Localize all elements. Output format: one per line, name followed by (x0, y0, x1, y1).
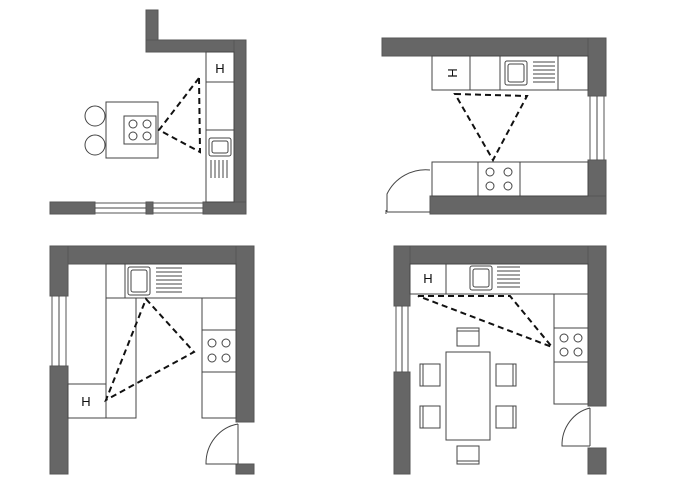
drainboard (156, 267, 182, 293)
fridge-icon: H (215, 61, 224, 76)
sink-icon (504, 60, 555, 86)
door (205, 423, 239, 465)
burner (142, 131, 152, 141)
fridge-label: H (423, 271, 432, 286)
burner (573, 347, 583, 357)
plan-kitchen-with-dining-table: H (393, 245, 607, 475)
sink-icon (208, 137, 232, 178)
burner (128, 131, 138, 141)
fridge-label: H (445, 68, 460, 77)
wall-segment (49, 245, 255, 265)
wall-segment (49, 245, 69, 297)
burner (128, 119, 138, 129)
plan-galley-kitchen: H (381, 37, 607, 215)
wall-segment (393, 371, 411, 475)
wall-segment (587, 37, 607, 97)
fridge-icon: H (423, 271, 432, 286)
sink-basin-inner (130, 269, 148, 293)
plan-l-shaped-kitchen: H (49, 9, 247, 215)
door (561, 407, 591, 447)
burner (207, 353, 217, 363)
wall-segment (235, 245, 255, 423)
dining-chair (495, 363, 517, 387)
sink-basin-inner (507, 63, 525, 83)
wall-segment (393, 245, 607, 265)
work-triangle (104, 297, 196, 403)
wall-segment (145, 39, 247, 53)
wall-segment (393, 245, 411, 307)
work-triangle (157, 75, 202, 154)
work-triangle (417, 295, 556, 350)
dining-table (445, 351, 491, 441)
wall-segment (233, 39, 247, 215)
door-swing-arc (205, 423, 239, 465)
drainboard (533, 61, 555, 83)
burner (573, 333, 583, 343)
wall-segment (587, 245, 607, 407)
burner (485, 181, 495, 191)
stove-icon (559, 333, 583, 357)
stove-icon (485, 167, 513, 191)
door-swing-arc (386, 169, 431, 212)
work-triangle (453, 92, 529, 163)
counter (553, 293, 589, 405)
wall-segment (202, 201, 247, 215)
stool (84, 134, 106, 156)
wall-segment (587, 447, 607, 475)
wall-group (381, 37, 607, 215)
dining-chair (419, 363, 441, 387)
wall-segment (381, 37, 607, 57)
dining-chair (495, 405, 517, 429)
dining-chair (456, 327, 480, 347)
drainboard (210, 160, 228, 178)
counter (105, 297, 137, 419)
stool (84, 105, 106, 127)
door-swing-arc (561, 407, 591, 447)
wall-group (393, 245, 607, 475)
sink-basin-inner (211, 140, 229, 154)
wall-segment (49, 201, 96, 215)
burner (503, 181, 513, 191)
wall-segment (145, 201, 154, 215)
sink-icon (469, 265, 520, 291)
plan-u-shaped-kitchen: H (49, 245, 255, 475)
dining-chair (419, 405, 441, 429)
wall-segment (49, 365, 69, 475)
burner (559, 333, 569, 343)
burner (221, 353, 231, 363)
stove-icon (207, 338, 231, 363)
sink-basin-inner (472, 268, 490, 288)
door (385, 169, 431, 214)
fridge-label: H (215, 61, 224, 76)
fridge-icon: H (81, 394, 90, 409)
stove-icon (123, 115, 157, 145)
burner (207, 338, 217, 348)
fridge-label: H (81, 394, 90, 409)
fridge-icon: H (445, 68, 460, 77)
sink-icon (127, 266, 182, 296)
burner (221, 338, 231, 348)
wall-group (49, 245, 255, 475)
burner (485, 167, 495, 177)
cooktop (123, 115, 157, 145)
burner (559, 347, 569, 357)
wall-segment (429, 195, 607, 215)
counter (431, 161, 589, 197)
burner (503, 167, 513, 177)
counter (201, 297, 237, 419)
wall-segment (235, 463, 255, 475)
drainboard (497, 266, 520, 288)
burner (142, 119, 152, 129)
dining-chair (456, 445, 480, 465)
